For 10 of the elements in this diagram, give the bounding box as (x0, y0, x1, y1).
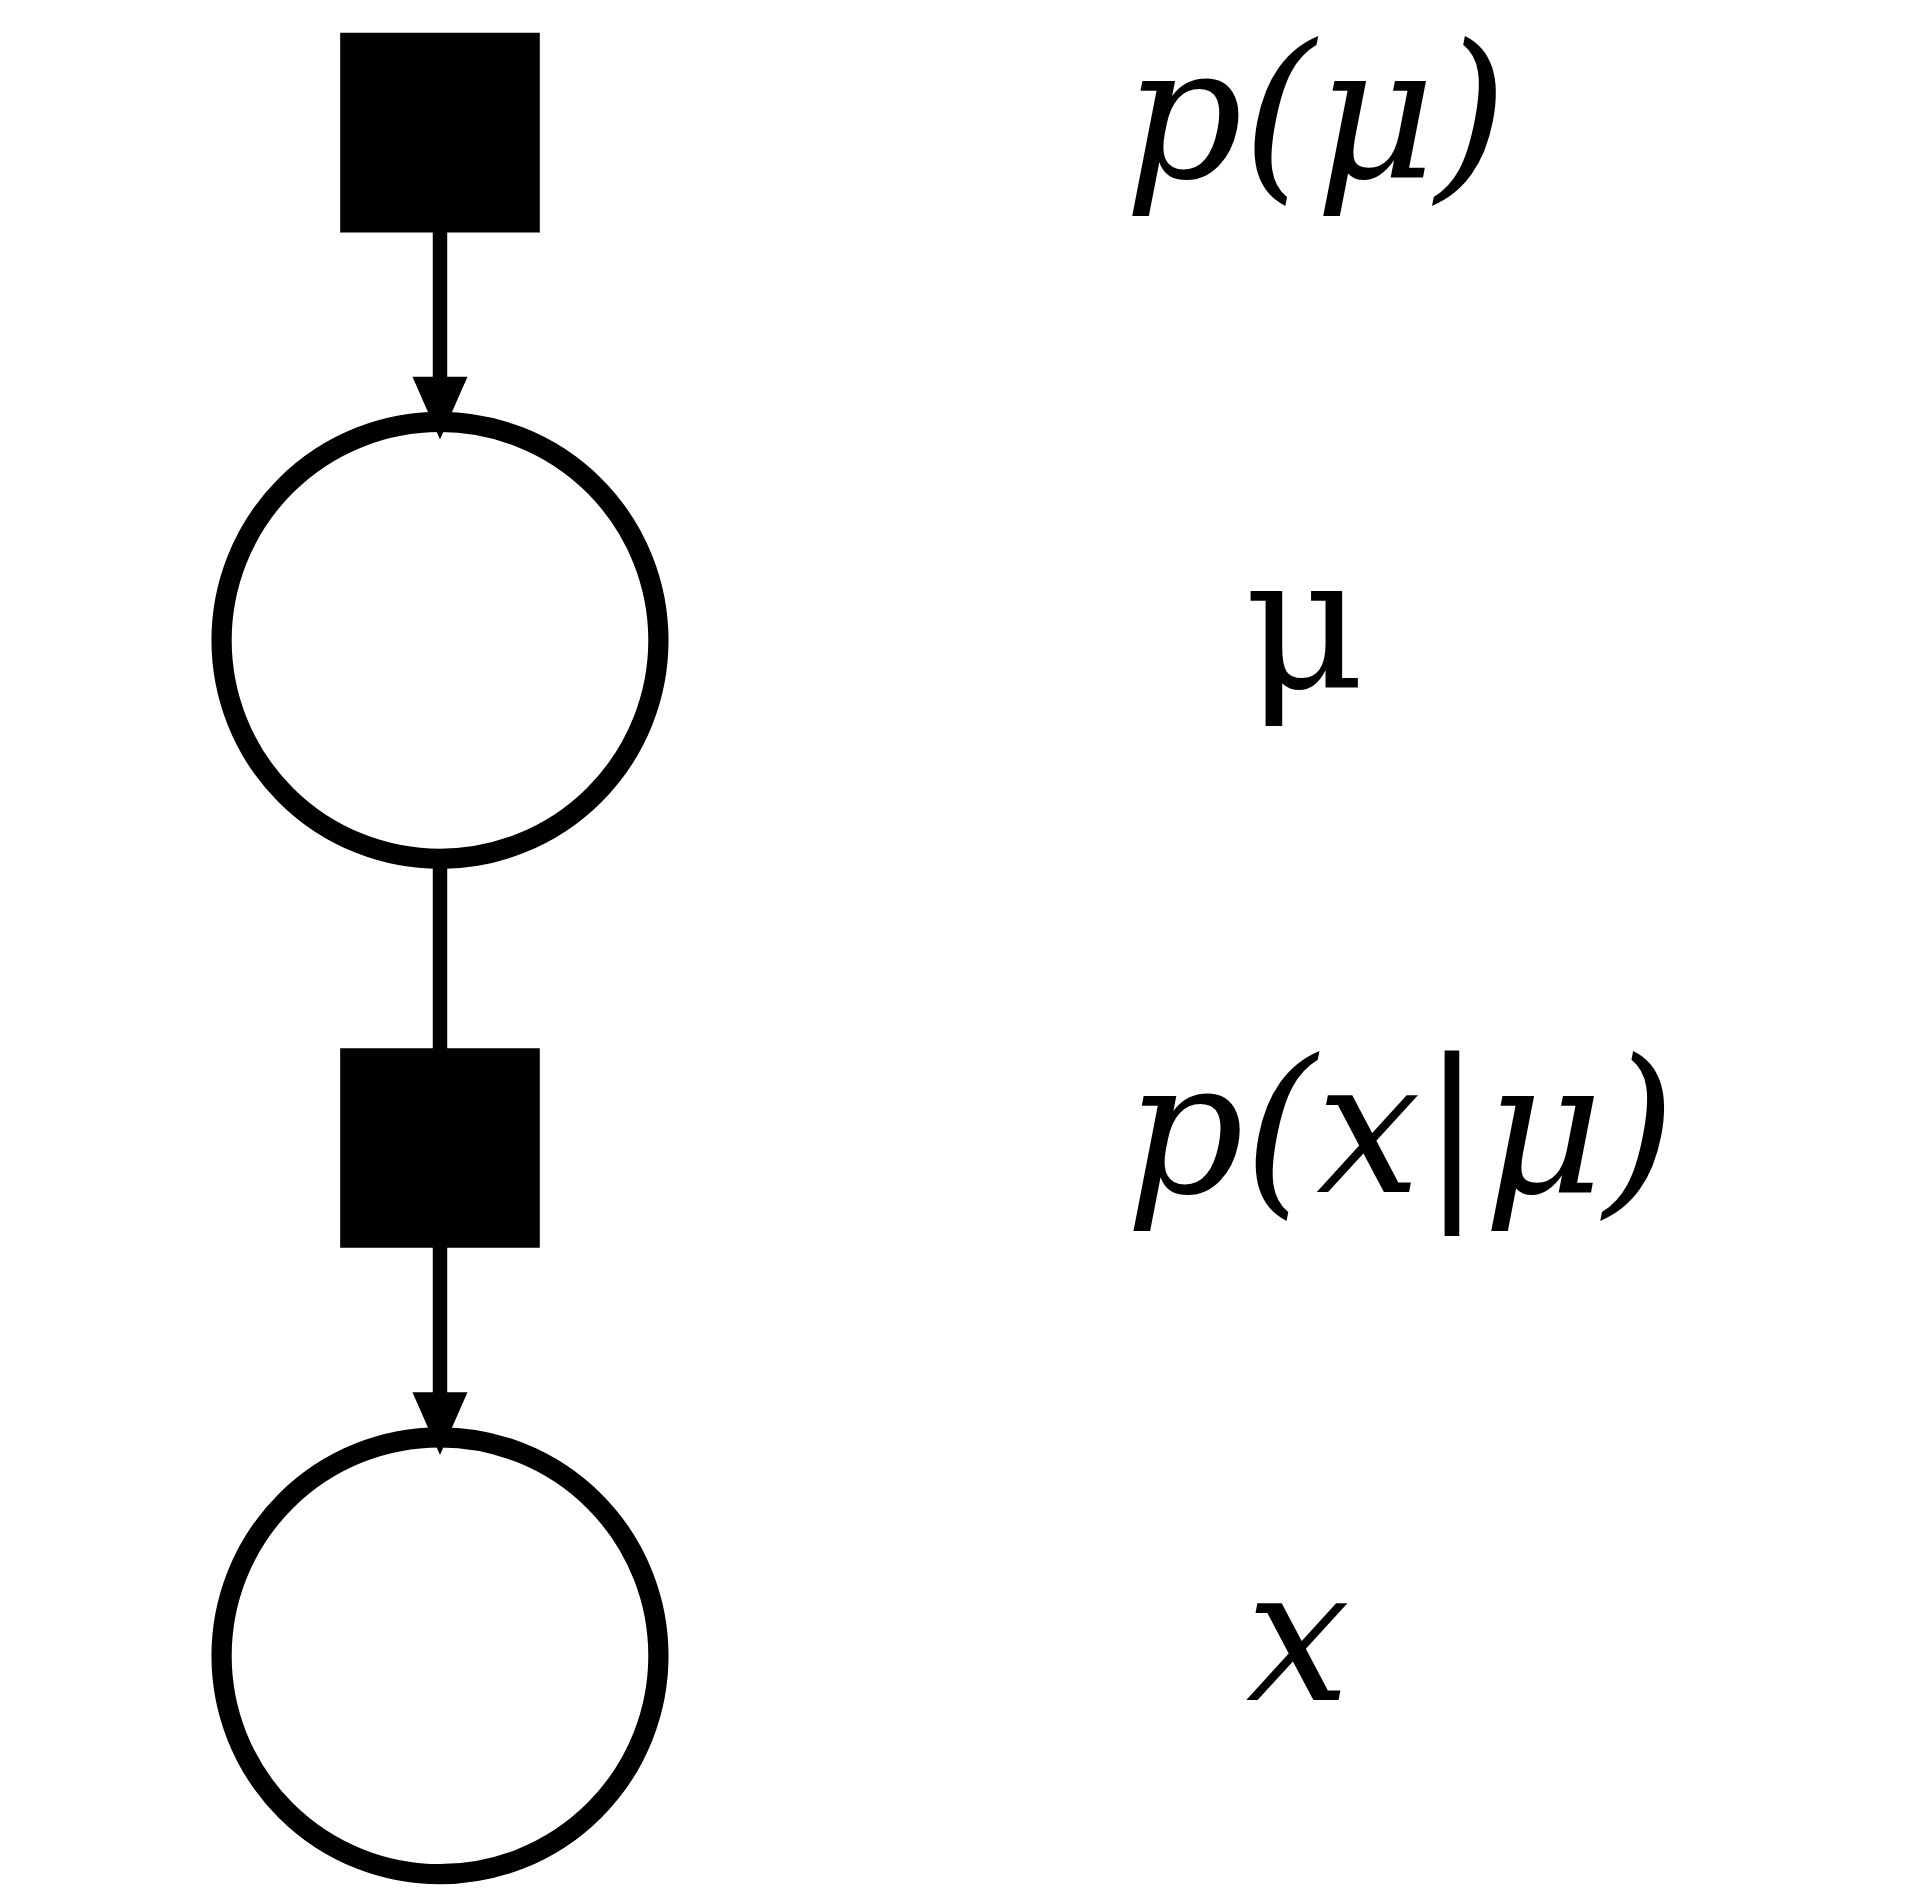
arrow (412, 1246, 468, 1456)
arrow (412, 231, 468, 440)
node-label: μ (1244, 515, 1365, 732)
node-circle (211, 1427, 669, 1885)
node-label: p(x|μ) (1125, 1020, 1676, 1237)
node-label: p(μ) (1124, 4, 1508, 221)
node-box (340, 32, 540, 233)
node-box (340, 1048, 540, 1248)
node-circle (211, 411, 669, 869)
node-label: x (1245, 1527, 1351, 1744)
